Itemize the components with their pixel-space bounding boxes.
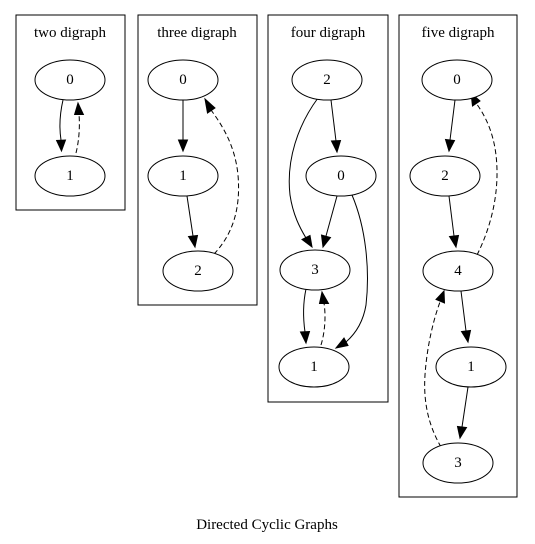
node-label: 0 [453, 72, 461, 88]
node-label: 3 [311, 262, 319, 278]
arrowhead [204, 97, 216, 114]
cluster-box [398, 14, 518, 498]
node-label: 1 [310, 359, 318, 375]
node-label: 1 [467, 359, 475, 375]
arrowhead [334, 337, 349, 349]
node-1[interactable]: 1 [147, 155, 219, 197]
cluster-box [15, 14, 126, 211]
cluster-box [137, 14, 258, 306]
node-0[interactable]: 0 [147, 59, 219, 101]
cluster-title: two digraph [34, 25, 107, 41]
edge-0-to-3 [325, 195, 338, 237]
node-ellipse [409, 155, 481, 197]
node-label: 2 [194, 263, 202, 279]
arrowhead [299, 330, 311, 345]
edge-0-to-1 [59, 99, 64, 141]
node-ellipse [34, 59, 106, 101]
edge-3-to-1 [303, 288, 307, 333]
edge-2-to-0 [330, 99, 337, 142]
node-ellipse [435, 346, 507, 388]
node-ellipse [279, 249, 351, 291]
node-ellipse [421, 59, 493, 101]
node-2[interactable]: 2 [409, 155, 481, 197]
edge-1-to-3 [320, 302, 326, 346]
node-ellipse [422, 250, 494, 292]
node-ellipse [422, 442, 494, 484]
node-2[interactable]: 2 [291, 59, 363, 101]
node-0[interactable]: 0 [305, 155, 377, 197]
edge-4-to-0 [475, 102, 498, 256]
arrowhead [318, 290, 330, 304]
edge-3-to-4 [424, 301, 442, 448]
node-label: 0 [337, 168, 345, 184]
node-2[interactable]: 2 [162, 250, 234, 292]
node-ellipse [147, 59, 219, 101]
node-label: 0 [179, 72, 187, 88]
arrowhead [187, 234, 199, 249]
node-4[interactable]: 4 [422, 250, 494, 292]
node-ellipse [147, 155, 219, 197]
arrowhead [73, 101, 85, 115]
edge-1-to-3 [461, 386, 469, 428]
node-label: 1 [179, 168, 187, 184]
node-3[interactable]: 3 [279, 249, 351, 291]
cluster-title: five digraph [422, 25, 495, 41]
node-ellipse [291, 59, 363, 101]
edge-0-to-1 [345, 194, 368, 343]
arrowhead [456, 425, 468, 440]
arrowhead [320, 234, 332, 249]
edge-2-to-4 [448, 195, 455, 237]
node-0[interactable]: 0 [34, 59, 106, 101]
node-label: 2 [323, 72, 331, 88]
node-label: 0 [66, 72, 74, 88]
arrowhead [444, 138, 456, 153]
arrowhead [301, 234, 313, 249]
arrowhead [460, 329, 472, 344]
node-label: 2 [441, 168, 449, 184]
cluster-title: four digraph [291, 25, 366, 41]
cluster-four-digraph: four digraph 2 0 3 1 [267, 14, 389, 403]
arrowhead [330, 139, 342, 154]
edge-4-to-1 [460, 290, 467, 332]
node-0[interactable]: 0 [421, 59, 493, 101]
edge-2-to-3 [288, 97, 319, 239]
edge-1-to-0 [75, 113, 80, 154]
node-label: 3 [454, 455, 462, 471]
diagram-caption: Directed Cyclic Graphs [196, 517, 338, 533]
cluster-two-digraph: two digraph 0 1 [15, 14, 126, 211]
node-label: 1 [66, 168, 74, 184]
node-ellipse [34, 155, 106, 197]
node-3[interactable]: 3 [422, 442, 494, 484]
arrowhead [448, 234, 460, 249]
node-label: 4 [454, 263, 462, 279]
node-ellipse [162, 250, 234, 292]
arrowhead [55, 139, 67, 153]
cluster-title: three digraph [157, 25, 237, 41]
node-1[interactable]: 1 [34, 155, 106, 197]
edge-0-to-2 [449, 99, 456, 141]
node-1[interactable]: 1 [435, 346, 507, 388]
node-ellipse [305, 155, 377, 197]
edge-2-to-0 [210, 109, 240, 255]
cluster-five-digraph: five digraph 0 2 4 1 3 [398, 14, 518, 498]
cluster-box [267, 14, 389, 403]
node-1[interactable]: 1 [278, 346, 350, 388]
node-ellipse [278, 346, 350, 388]
arrowhead [177, 139, 189, 153]
arrowhead [435, 289, 446, 304]
edge-1-to-2 [186, 195, 194, 237]
cluster-three-digraph: three digraph 0 1 2 [137, 14, 258, 306]
